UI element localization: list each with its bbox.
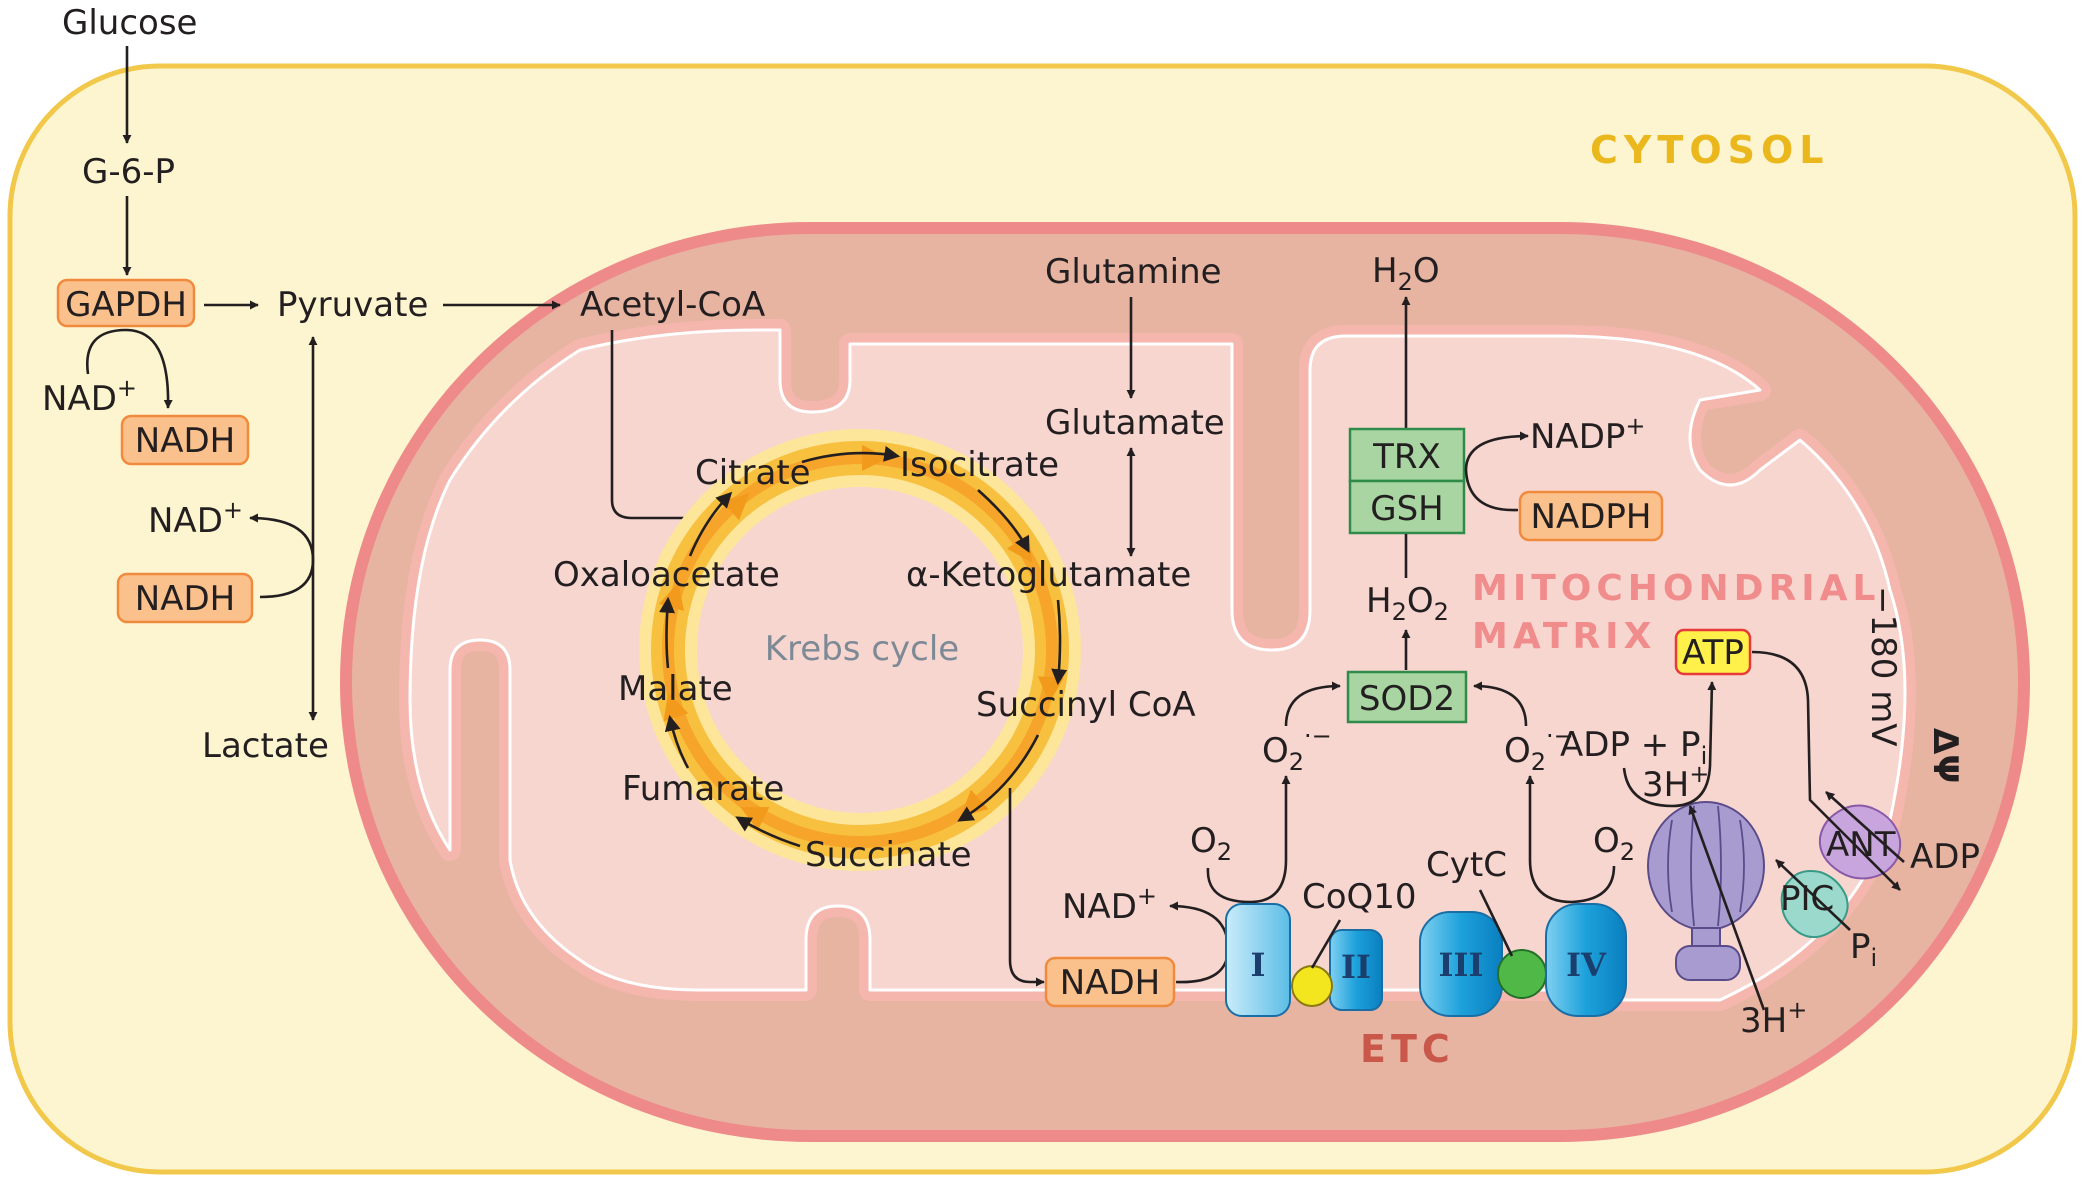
sod2-label: SOD2 <box>1359 679 1455 719</box>
delta-psi-label: ΔΨ <box>1925 728 1965 783</box>
line-cytc <box>1478 889 1514 957</box>
complex-ii-label: II <box>1341 948 1371 986</box>
trx-label: TRX <box>1372 437 1441 477</box>
malate-label: Malate <box>618 669 733 709</box>
membrane-potential-label: −180 mV <box>1863 586 1903 747</box>
atp-label: ATP <box>1682 633 1744 673</box>
pyruvate-label: Pyruvate <box>277 285 428 325</box>
arrow-nadph-nadp <box>1464 431 1529 512</box>
h-out-label: 3H+ <box>1740 996 1807 1041</box>
sod2-box <box>1346 670 1468 724</box>
ant-transporter <box>1818 804 1902 880</box>
nad2-label: NAD+ <box>148 496 243 541</box>
succinyl-coa-label: Succinyl CoA <box>976 685 1196 725</box>
nadph-label: NADPH <box>1531 497 1652 537</box>
gsh-box <box>1348 479 1466 535</box>
etc-nadh-box <box>1044 956 1176 1008</box>
nadh-label-2: NADH <box>135 579 235 619</box>
nadh-box-1 <box>120 414 250 466</box>
matrix-label-2: MATRIX <box>1472 616 1656 657</box>
krebs-cycle-label: Krebs cycle <box>765 629 959 669</box>
citrate-label: Citrate <box>695 453 811 493</box>
acetyl-coa-label: Acetyl-CoA <box>580 285 765 325</box>
isocitrate-label: Isocitrate <box>900 445 1059 485</box>
line-coq10 <box>1310 919 1342 969</box>
atp-synthase <box>1647 801 1765 981</box>
h-in-label: 3H+ <box>1642 760 1709 805</box>
complex-ii <box>1329 929 1383 1011</box>
gsh-label: GSH <box>1370 489 1444 529</box>
adp-label: ADP <box>1910 837 1980 877</box>
akg-label: α-Ketoglutamate <box>906 555 1191 595</box>
succinate-label: Succinate <box>805 835 972 875</box>
glutamate-label: Glutamate <box>1045 403 1225 443</box>
arrow-adp-to-atp <box>1622 681 1717 808</box>
coq10-label: CoQ10 <box>1302 877 1417 917</box>
arrow-o2a-superoxide <box>1206 775 1291 904</box>
nadp-label: NADP+ <box>1530 412 1646 457</box>
trx-box <box>1348 427 1466 483</box>
cytc-label: CytC <box>1426 845 1507 885</box>
superoxide-right-label: O2·− <box>1504 722 1574 776</box>
gapdh-label: GAPDH <box>65 285 187 325</box>
complex-iii-label: III <box>1439 946 1484 984</box>
complex-i-label: I <box>1251 946 1266 984</box>
superoxide-left-label: O2·− <box>1262 722 1332 776</box>
arrow-o2-right-sod2 <box>1473 681 1528 727</box>
glutamine-label: Glutamine <box>1045 252 1222 292</box>
pic-label: PIC <box>1780 879 1834 919</box>
glucose-label: Glucose <box>62 3 197 43</box>
lactate-label: Lactate <box>202 726 329 766</box>
arrow-o2b-superoxide <box>1525 775 1616 904</box>
cytosol-label: CYTOSOL <box>1590 128 1830 172</box>
g6p-label: G-6-P <box>82 152 175 192</box>
nadh-box-2 <box>116 572 254 624</box>
pi-label: Pi <box>1850 927 1877 972</box>
etc-label: ETC <box>1360 1027 1455 1071</box>
cytc <box>1497 949 1547 999</box>
etc-nadh-label: NADH <box>1060 963 1160 1003</box>
arrow-proton-through-synthase <box>1688 805 1766 1011</box>
nad-label: NAD+ <box>42 374 137 419</box>
h2o-top-label: H2O <box>1372 251 1440 296</box>
arrow-nadh-nad <box>249 513 315 599</box>
arrow-pi-through-pic <box>1775 859 1851 931</box>
o2-a-label: O2 <box>1190 821 1232 866</box>
arrow-atp-out-ant <box>1751 650 1901 891</box>
complex-iv-label: IV <box>1566 946 1607 984</box>
complex-iv <box>1545 903 1627 1017</box>
coq10 <box>1291 965 1333 1007</box>
arrow-o2-left-sod2 <box>1284 681 1341 727</box>
o2-b-label: O2 <box>1593 821 1635 866</box>
adp-pi-label: ADP + Pi <box>1560 725 1707 770</box>
arrow-acetylcoa-citrate <box>610 330 700 520</box>
pic-transporter <box>1780 870 1849 939</box>
arrow-nad-nadh <box>85 328 173 409</box>
gapdh-box <box>56 278 196 328</box>
atp-box <box>1674 628 1752 676</box>
matrix-label-1: MITOCHONDRIAL <box>1472 568 1880 609</box>
nadph-box <box>1518 490 1664 542</box>
arrow-adp-in-ant <box>1825 791 1905 863</box>
oxaloacetate-label: Oxaloacetate <box>553 555 780 595</box>
krebs-step-arrows <box>659 445 1068 848</box>
arrow-krebs-nadh <box>1008 788 1045 987</box>
etc-nad-label: NAD+ <box>1062 882 1157 927</box>
complex-i <box>1225 903 1291 1017</box>
h2o2-label: H2O2 <box>1366 581 1449 626</box>
fumarate-label: Fumarate <box>622 769 784 809</box>
nadh-label-1: NADH <box>135 421 235 461</box>
